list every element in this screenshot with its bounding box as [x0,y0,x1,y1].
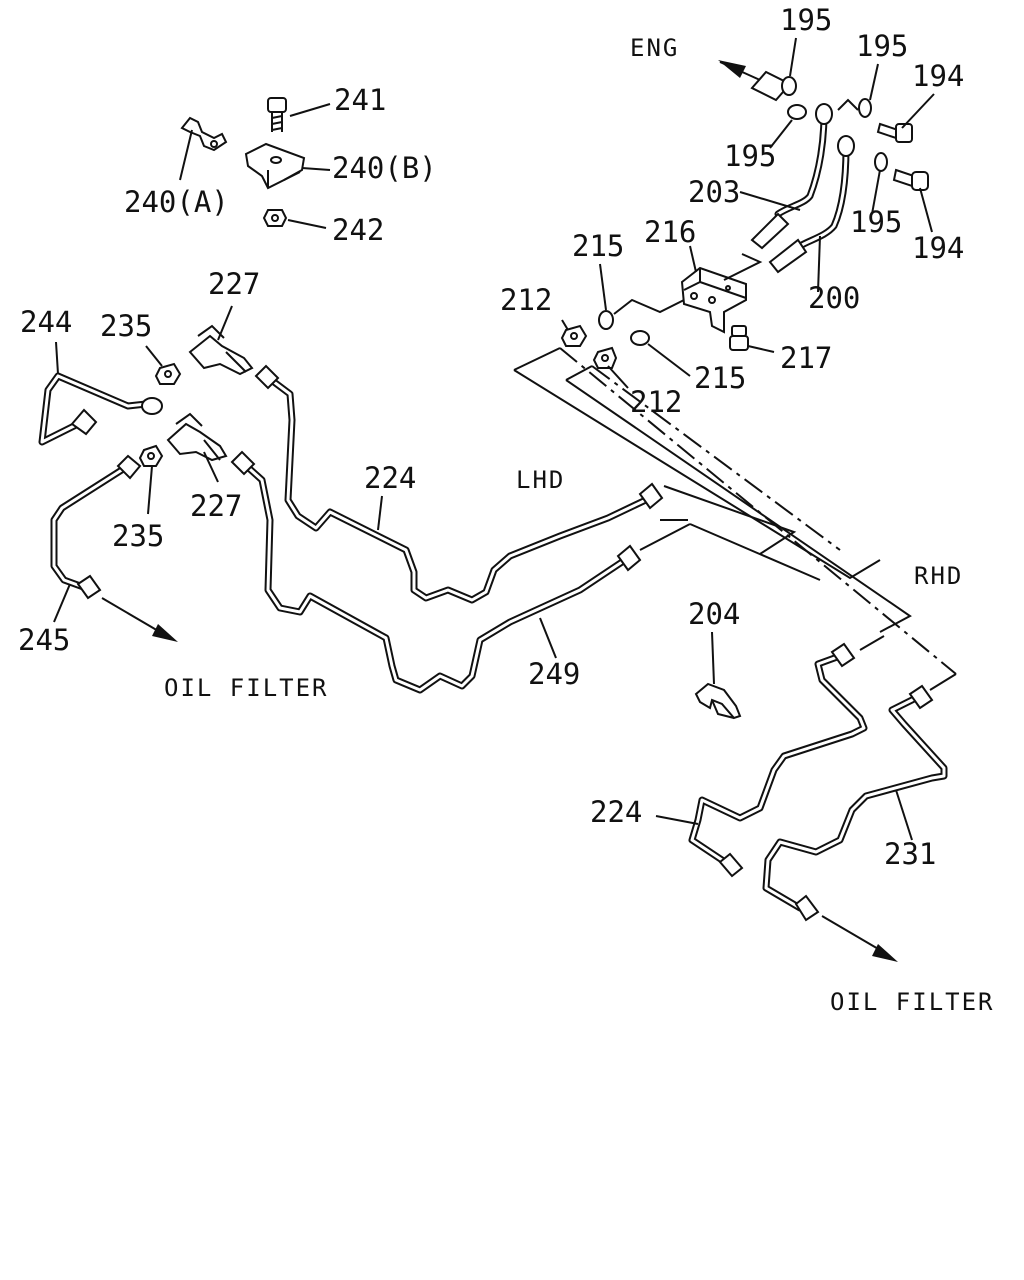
washer-215a [598,310,614,330]
nut-242 [262,209,288,227]
part-212-label: 212 [630,385,682,419]
part-224-label: 224 [364,461,416,495]
oil-filter-arrow-left [101,597,161,633]
part-200-label: 200 [808,281,860,315]
washer-215b [630,330,650,346]
oil-filter-arrowhead-right [872,944,898,962]
rhd-box-line-2 [565,379,912,633]
rhd-box-line [513,369,881,580]
part-194-label: 194 [912,59,964,93]
pipe-249 [238,458,632,694]
oil-filter-arrowhead-left [152,624,178,642]
nut-212a [560,324,588,347]
bracket-240a [180,116,228,152]
washer-195c [858,98,872,118]
bracket-240b [244,142,306,190]
part-235-label: 235 [100,309,152,343]
washer-195b [787,104,807,120]
bolt-194a [876,122,913,143]
part-204-label: 204 [688,597,740,631]
part-195-label: 195 [724,139,776,173]
part-242-label: 242 [332,213,384,247]
lhd-links [639,519,691,551]
nut-235a [154,362,182,385]
part-231-label: 231 [884,837,936,871]
part-212-label: 212 [500,283,552,317]
banjo-200 [837,135,855,157]
eng-arrow-head [718,60,746,78]
part-195-label: 195 [856,29,908,63]
part-244-label: 244 [20,305,72,339]
part-215-label: 215 [694,361,746,395]
part-194-label: 194 [912,231,964,265]
nut-224-rhd-b [718,852,744,878]
rhd-leader-lines [663,485,957,691]
part-245-label: 245 [18,623,70,657]
nut-245-top [116,454,142,480]
nut-245-bottom [76,574,102,600]
nut-244 [70,408,98,436]
oil-filter-right-label: OIL FILTER [830,988,995,1016]
bolt-217 [729,325,749,351]
nut-235b [138,444,164,467]
lhd-line-b [565,365,593,381]
part-217-label: 217 [780,341,832,375]
nut-231-b [794,894,820,922]
block-216 [680,266,747,334]
nut-224-lhd-b [638,482,664,510]
part-249-label: 249 [528,657,580,691]
part-215-label: 215 [572,229,624,263]
leader-lines [53,37,935,841]
part-235-label: 235 [112,519,164,553]
oil-filter-left-label: OIL FILTER [164,674,329,702]
part-227-label: 227 [208,267,260,301]
pipe-224-lhd [262,372,654,604]
nut-231-a [908,684,934,710]
diagram-labels: ENG LHD RHD OIL FILTER OIL FILTER 195 19… [18,3,995,1016]
part-216-label: 216 [644,215,696,249]
eye-bracket [837,98,859,111]
link-215a [613,298,685,315]
bolt-241 [267,97,287,132]
washer-195a [781,76,797,96]
fitting-200 [768,238,808,274]
part-240b-label: 240(B) [332,151,437,185]
leader-242 [287,219,327,229]
rhd-dash-2 [591,365,841,551]
clip-204 [694,682,742,720]
lhd-line-a [513,347,561,371]
eye-244 [141,397,163,415]
part-195-label: 195 [850,205,902,239]
banjo-203 [815,103,833,125]
nut-249-b [616,544,642,572]
pipe-connector [723,253,763,281]
leader-240b [301,167,331,171]
oil-filter-arrow-right [821,915,881,951]
part-195-label: 195 [780,3,832,37]
rhd-dash-1 [559,347,957,675]
nut-224-rhd-a [830,642,856,668]
washer-195d [874,152,888,172]
fitting-203 [750,212,790,250]
part-241-label: 241 [334,83,386,117]
tee-fitting-227b [166,412,228,462]
leader-241 [289,103,331,117]
bolt-194b [892,168,929,191]
leader-240a [179,129,193,181]
part-240a-label: 240(A) [124,185,229,219]
nut-212b [592,346,618,369]
nut-224-lhd-a [254,364,280,390]
lhd-label: LHD [516,466,565,494]
nut-249-a [230,450,256,476]
pipe-244 [38,372,150,446]
part-224-label: 224 [590,795,642,829]
part-203-label: 203 [688,175,740,209]
part-227-label: 227 [190,489,242,523]
eng-label: ENG [630,34,679,62]
rhd-label: RHD [914,562,963,590]
